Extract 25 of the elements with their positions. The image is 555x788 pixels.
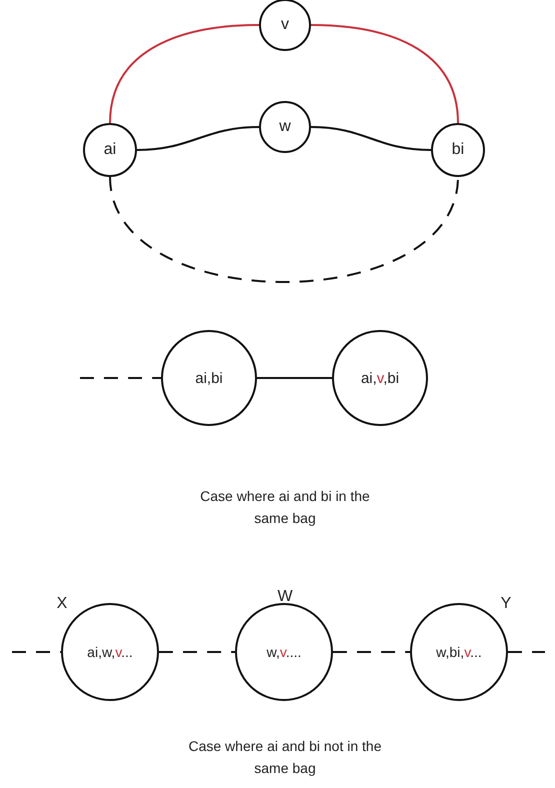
- connector-line: [310, 126, 432, 151]
- dashed-line: [159, 651, 235, 653]
- dashed-line: [12, 651, 61, 653]
- node-label: ai,v,bi: [360, 370, 400, 386]
- node-label: bi: [452, 142, 464, 158]
- dashed-line: [333, 651, 410, 653]
- node-label: v: [281, 17, 289, 33]
- node-label: ai,bi: [195, 370, 223, 386]
- connector-line: [310, 24, 459, 124]
- dashed-line: [109, 176, 459, 283]
- bag-label: W: [277, 589, 293, 605]
- bag-label: Y: [500, 596, 512, 612]
- node-label: ai,w,v...: [87, 645, 133, 659]
- dashed-line: [508, 651, 545, 653]
- connector-line: [257, 377, 332, 379]
- connector-line: [109, 24, 260, 124]
- caption-text: Case where ai and bi not in the same bag: [187, 737, 382, 778]
- node-label: w,bi,v...: [436, 645, 482, 659]
- node-label: w: [279, 119, 291, 135]
- connector-line: [136, 126, 260, 151]
- node-label: ai: [104, 142, 116, 158]
- caption-text: Case where ai and bi in the same bag: [199, 487, 371, 528]
- dashed-line: [80, 377, 161, 379]
- bag-label: X: [56, 596, 68, 612]
- node-label: w,v....: [266, 645, 302, 659]
